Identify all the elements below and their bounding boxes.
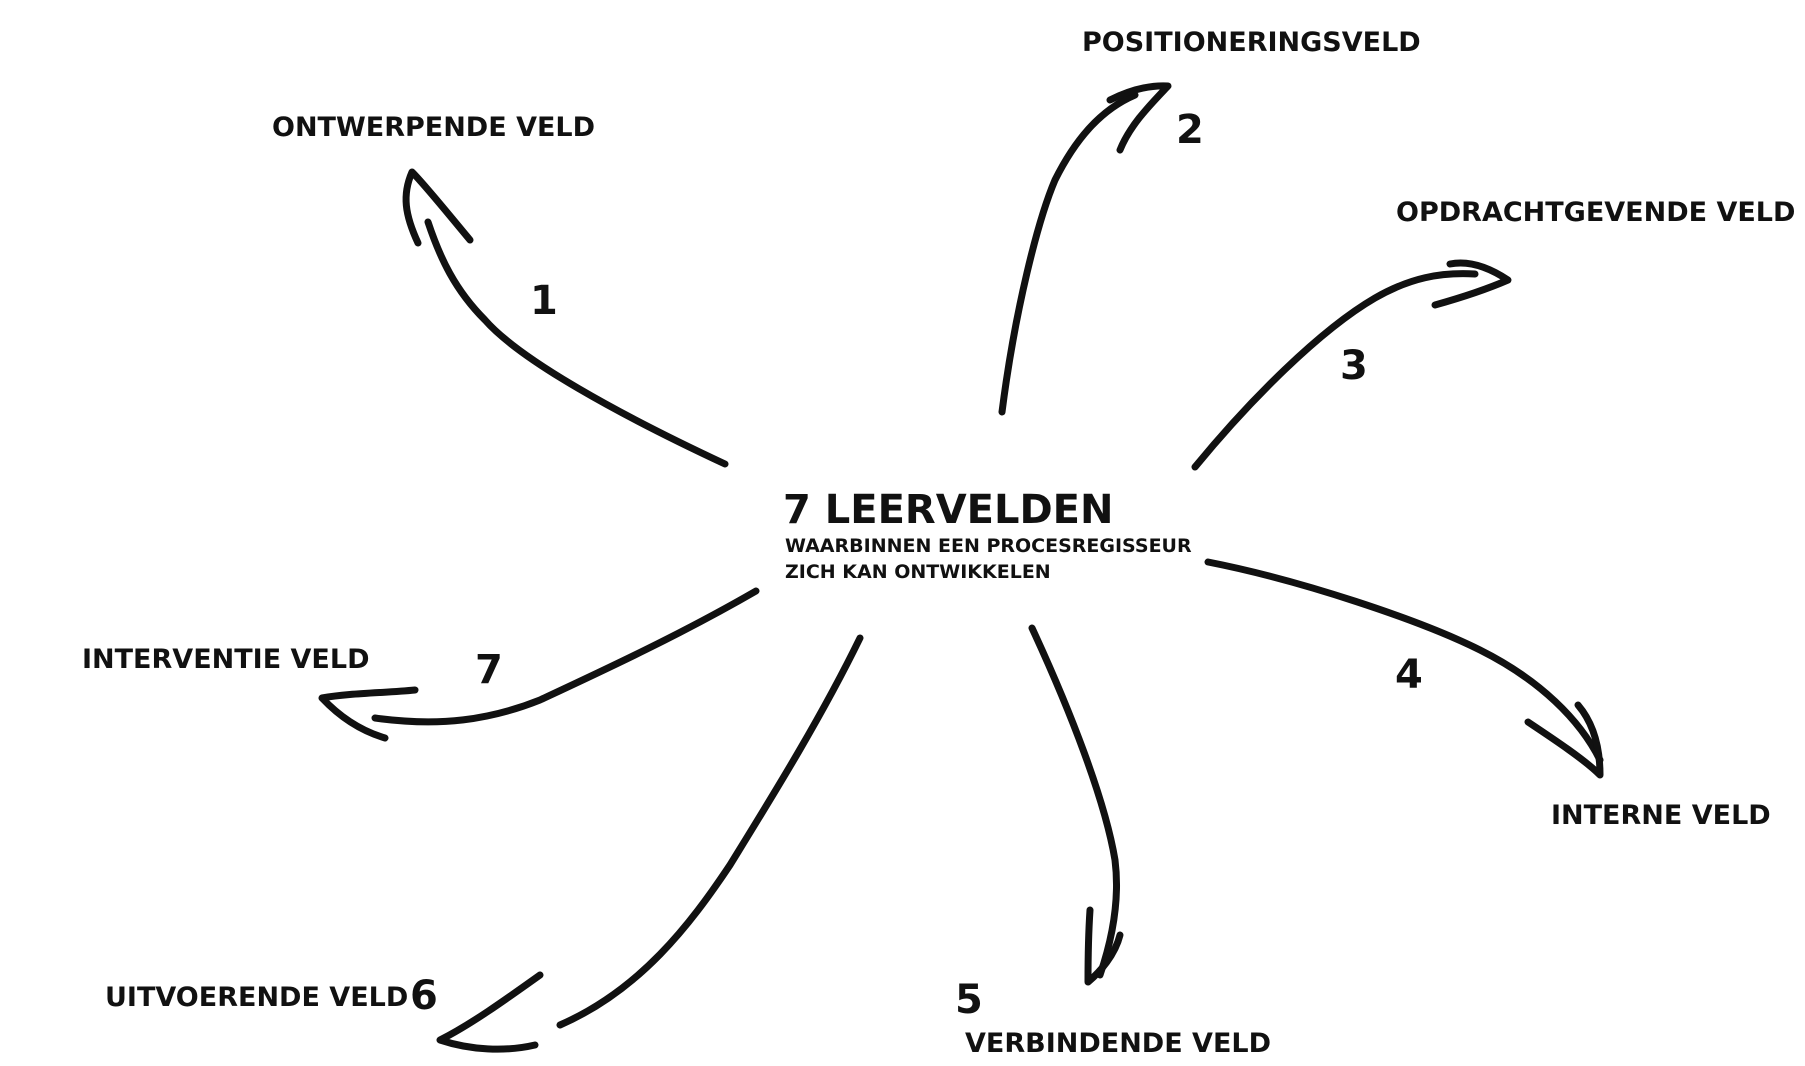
field-number-4: 4: [1395, 652, 1423, 698]
field-label-2: POSITIONERINGSVELD: [1082, 27, 1421, 58]
center-subtitle-line2: ZICH KAN ONTWIKKELEN: [785, 561, 1051, 583]
field-label-3: OPDRACHTGEVENDE VELD: [1396, 197, 1796, 228]
arrow-6: [436, 634, 864, 1053]
field-number-1: 1: [530, 278, 558, 324]
arrow-5: [1028, 624, 1124, 986]
arrow-2: [998, 82, 1172, 416]
field-label-6: UITVOERENDE VELD: [105, 982, 409, 1013]
field-number-3: 3: [1340, 343, 1368, 389]
field-label-7: INTERVENTIE VELD: [82, 644, 370, 675]
center-subtitle-line1: WAARBINNEN EEN PROCESREGISSEUR: [785, 535, 1192, 557]
field-number-7: 7: [475, 647, 503, 693]
field-number-5: 5: [955, 977, 983, 1023]
center-title: 7 LEERVELDEN: [783, 487, 1114, 533]
field-number-2: 2: [1176, 107, 1204, 153]
arrow-3: [1191, 259, 1512, 471]
arrow-7: [318, 587, 760, 742]
field-label-1: ONTWERPENDE VELD: [272, 112, 596, 143]
arrow-1: [402, 168, 729, 468]
field-label-5: VERBINDENDE VELD: [965, 1028, 1272, 1059]
field-number-6: 6: [410, 973, 438, 1019]
arrow-4: [1204, 558, 1604, 779]
field-label-4: INTERNE VELD: [1551, 800, 1771, 831]
